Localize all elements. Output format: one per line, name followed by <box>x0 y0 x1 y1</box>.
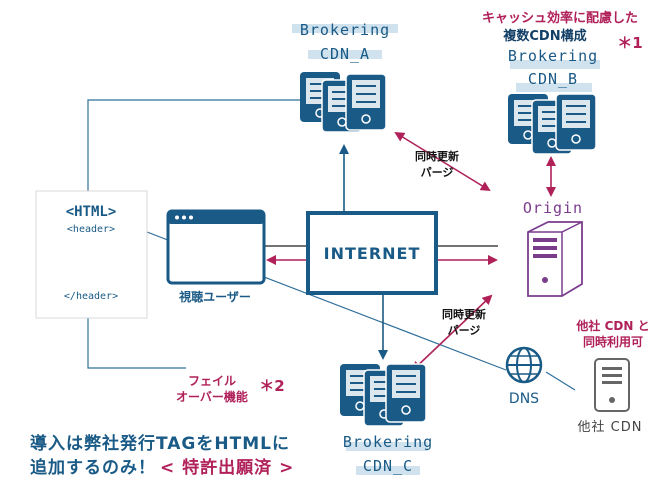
sync-top-line2: パージ <box>421 166 454 179</box>
other-cdn-label: 他社 CDN <box>578 419 643 435</box>
line-dns-to-other-cdn <box>545 371 576 391</box>
internet-box <box>306 211 438 295</box>
sync-mid-line2: パージ <box>448 324 481 337</box>
internet-node: INTERNET <box>306 211 438 295</box>
sync-top-line1: 同時更新 <box>415 149 459 163</box>
sync-mid-line1: 同時更新 <box>442 307 486 321</box>
label-highlight <box>308 50 382 59</box>
label-highlight <box>510 60 600 69</box>
other-cdn-note-line2: 同時利用可 <box>583 334 643 349</box>
other-cdn-note: 他社 CDN と 同時利用可 <box>575 318 649 349</box>
other-cdn-note-line1: 他社 CDN と <box>575 318 649 333</box>
label-highlight <box>346 442 428 451</box>
cdn-c-label-line1: Brokering <box>343 433 433 451</box>
cdn-b-server-icon <box>508 93 597 155</box>
cdn-b-label-line2: CDN_B <box>528 70 578 88</box>
other-cdn-server-icon <box>594 358 630 412</box>
cdn-b-label-line1: Brokering <box>508 47 598 65</box>
sync-label-top: 同時更新 パージ <box>415 149 459 179</box>
cdn-c-server-icon <box>340 363 427 427</box>
html-header-open: <header> <box>67 224 115 235</box>
cdn-a-label-line2: CDN_A <box>320 45 370 63</box>
html-open-tag: <HTML> <box>66 204 117 220</box>
bottom-note-line2: 追加するのみ！< 特許出願済 > <box>30 457 294 478</box>
cdn-a-label-line1: Brokering <box>300 21 390 39</box>
html-document-page <box>35 190 148 319</box>
top-note-line1: キャッシュ効率に配慮した <box>482 10 638 26</box>
cdn-c-label: Brokering CDN_C <box>343 433 433 475</box>
bottom-note-patent: < 特許出願済 > <box>160 457 294 478</box>
bottom-note: 導入は弊社発行TAGをHTMLに 追加するのみ！< 特許出願済 > <box>30 433 294 478</box>
arrow-sync-cdn-a-origin <box>394 131 491 192</box>
internet-label: INTERNET <box>324 244 421 263</box>
html-header-close: </header> <box>64 291 118 302</box>
dns-globe-icon <box>505 346 543 384</box>
html-document: <HTML> <header> </header> <box>35 190 148 319</box>
cdn-a-server-icon <box>300 72 387 133</box>
viewer-label: 視聴ユーザー <box>178 289 251 304</box>
origin-label: Origin <box>523 199 583 217</box>
failover-mark: ＊2 <box>259 377 284 395</box>
label-highlight <box>516 83 592 92</box>
cdn-a-label: Brokering CDN_A <box>292 21 398 63</box>
top-note: キャッシュ効率に配慮した 複数CDN構成 ＊1 <box>482 10 643 52</box>
failover-line2: オーバー機能 <box>176 389 248 404</box>
line-html-to-failover <box>87 318 186 369</box>
label-highlight <box>356 466 420 475</box>
browser-window-icon <box>166 209 266 285</box>
top-note-mark: ＊1 <box>617 34 642 52</box>
line-cdn-a-to-html <box>87 99 300 192</box>
failover-note: フェイル オーバー機能 ＊2 <box>176 374 285 404</box>
arrow-sync-cdn-c-origin <box>411 294 493 372</box>
bottom-note-line1: 導入は弊社発行TAGをHTMLに <box>30 433 290 454</box>
sync-label-mid: 同時更新 パージ <box>442 307 486 337</box>
label-highlight <box>292 24 398 33</box>
bottom-note-line2-prefix: 追加するのみ！ <box>30 457 156 478</box>
origin-server-icon <box>527 221 583 297</box>
cdn-b-label: Brokering CDN_B <box>508 47 600 92</box>
top-note-line2: 複数CDN構成 <box>502 28 586 44</box>
cdn-c-label-line2: CDN_C <box>363 457 413 475</box>
failover-line1: フェイル <box>188 374 236 388</box>
dns-label: DNS <box>509 391 539 407</box>
